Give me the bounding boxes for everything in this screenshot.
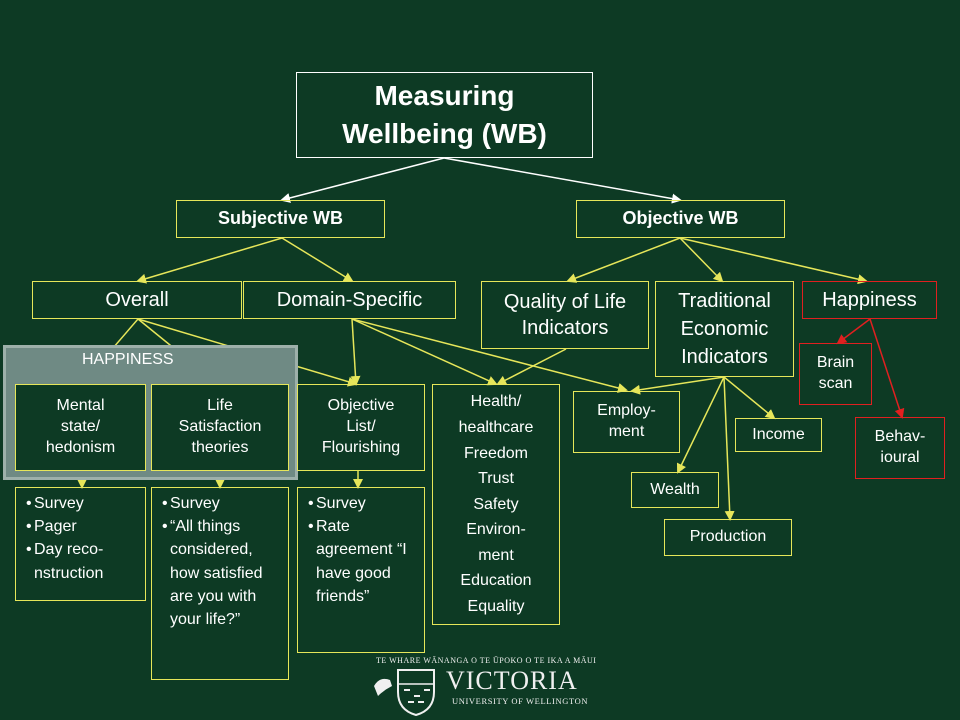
life-satisfaction-methods-list: Survey“All things considered, how satisf… [162, 492, 282, 631]
production-label: Production [689, 528, 767, 546]
subjective-wb-label: Subjective WB [217, 208, 344, 229]
life-satisfaction-label: Life Satisfaction theories [178, 397, 262, 456]
employment-label: Employ- ment [597, 402, 656, 440]
arrow-happiness-brain [836, 318, 871, 345]
arrow-objective-economic [679, 237, 724, 283]
arrow-economic-wealth [676, 376, 725, 474]
arrow-happiness-behavioural [869, 318, 905, 419]
mental-state-box: Mental state/ hedonism [15, 384, 146, 471]
happiness-box: Happiness [802, 281, 937, 319]
overall-box: Overall [32, 281, 242, 319]
behavioural-box: Behav- ioural [855, 417, 945, 479]
method-item: Pager [26, 515, 139, 538]
title-box: Measuring Wellbeing (WB) [296, 72, 593, 158]
method-item: Rate agreement “I have good friends” [308, 515, 418, 608]
mental-state-label: Mental state/ hedonism [45, 397, 116, 456]
method-item: Survey [308, 492, 418, 515]
arrow-domain-health [351, 318, 498, 386]
university-motto: TE WHARE WĀNANGA O TE ŪPOKO O TE IKA A M… [376, 656, 597, 665]
production-box: Production [664, 519, 792, 556]
traditional-economic-box: Traditional Economic Indicators [655, 281, 794, 377]
arrow-title-objective [443, 157, 682, 204]
quality-of-life-label: Quality of Life Indicators [503, 291, 627, 339]
happiness-label: Happiness [822, 289, 917, 311]
shield-icon [397, 669, 435, 716]
health-list-label: Health/ healthcare Freedom Trust Safety … [458, 393, 534, 616]
objective-list-methods-list: SurveyRate agreement “I have good friend… [308, 492, 418, 608]
life-satisfaction-methods: Survey“All things considered, how satisf… [151, 487, 289, 680]
arrow-qol-health [496, 348, 567, 385]
method-item: “All things considered, how satisfied ar… [162, 515, 282, 631]
crest-bird-icon [374, 678, 392, 696]
income-label: Income [752, 425, 805, 443]
objective-list-box: Objective List/ Flourishing [297, 384, 425, 471]
method-item: Day reco- nstruction [26, 538, 139, 584]
arrow-objective-qol [566, 237, 681, 283]
arrow-domain-objlist [350, 318, 361, 386]
domain-specific-label: Domain-Specific [276, 289, 423, 311]
university-name: VICTORIA [446, 666, 578, 695]
title-text: Measuring Wellbeing (WB) [342, 80, 547, 149]
arrow-economic-employment [630, 376, 725, 395]
subjective-wb-box: Subjective WB [176, 200, 385, 238]
arrow-subjective-overall [136, 237, 283, 284]
life-satisfaction-box: Life Satisfaction theories [151, 384, 289, 471]
arrow-title-subjective [280, 157, 445, 203]
objective-list-label: Objective List/ Flourishing [321, 397, 401, 456]
arrow-economic-income [723, 376, 776, 420]
objective-wb-box: Objective WB [576, 200, 785, 238]
arrow-economic-production [723, 376, 735, 521]
mental-state-methods: SurveyPagerDay reco- nstruction [15, 487, 146, 601]
wealth-label: Wealth [650, 480, 700, 498]
university-subtitle: UNIVERSITY OF WELLINGTON [452, 696, 589, 706]
health-list-box: Health/ healthcare Freedom Trust Safety … [432, 384, 560, 625]
arrow-objective-happiness [679, 237, 868, 285]
behavioural-label: Behav- ioural [874, 428, 926, 466]
employment-box: Employ- ment [573, 391, 680, 453]
traditional-economic-label: Traditional Economic Indicators [678, 290, 771, 368]
objective-wb-label: Objective WB [622, 208, 739, 229]
income-box: Income [735, 418, 822, 452]
university-crest: TE WHARE WĀNANGA O TE ŪPOKO O TE IKA A M… [368, 656, 612, 716]
brain-scan-box: Brain scan [799, 343, 872, 405]
arrow-subjective-domain [281, 237, 354, 283]
overall-label: Overall [105, 289, 169, 311]
wealth-box: Wealth [631, 472, 719, 508]
domain-specific-box: Domain-Specific [243, 281, 456, 319]
brain-scan-label: Brain scan [816, 354, 855, 392]
method-item: Survey [162, 492, 282, 515]
arrow-domain-employment [351, 318, 628, 393]
quality-of-life-box: Quality of Life Indicators [481, 281, 649, 349]
objective-list-methods: SurveyRate agreement “I have good friend… [297, 487, 425, 653]
method-item: Survey [26, 492, 139, 515]
mental-state-methods-list: SurveyPagerDay reco- nstruction [26, 492, 139, 585]
happiness-group-label: HAPPINESS [82, 351, 174, 368]
